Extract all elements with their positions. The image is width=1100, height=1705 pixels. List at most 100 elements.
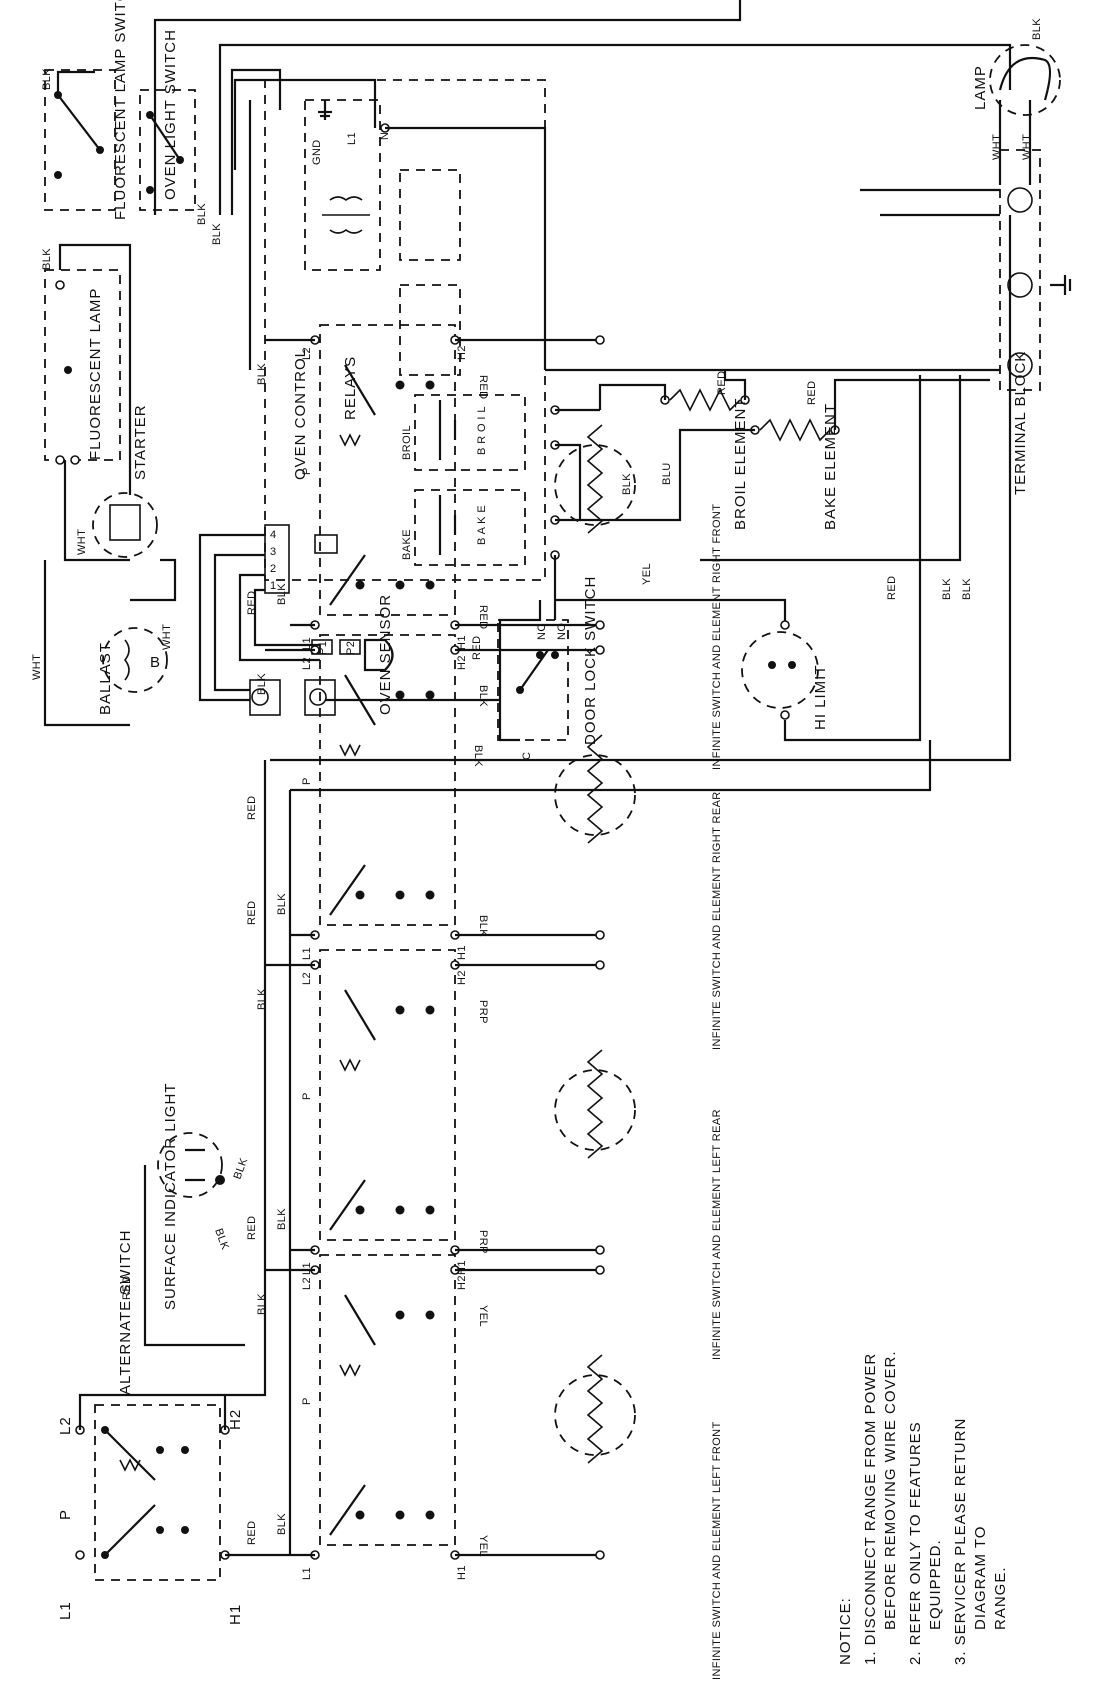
- term-h1-left-rear: H1: [456, 1260, 468, 1275]
- door-lock-c: C: [521, 752, 533, 760]
- element-label-right-front: INFINITE SWITCH AND ELEMENT RIGHT FRONT: [711, 504, 723, 770]
- top-supply-wire: [153, 0, 1012, 215]
- term-h2-right-rear: H2: [456, 655, 468, 670]
- wire-label-blk: BLK: [477, 685, 489, 707]
- wire-label-blk: BLK: [961, 578, 973, 600]
- bake-element: BAKE ELEMENT RED: [750, 381, 840, 530]
- wire-label-blk: BLK: [256, 1293, 268, 1315]
- wire-label-blk: BLK: [41, 68, 53, 90]
- notice-title: NOTICE:: [837, 1597, 854, 1665]
- door-lock-switch-label: DOOR LOCK SWITCH: [582, 576, 599, 745]
- wire-label-red: RED: [121, 1276, 133, 1300]
- oven-sensor-label: OVEN SENSOR: [377, 594, 394, 715]
- wire-label-red: RED: [477, 605, 489, 629]
- wire-label-wht: WHT: [161, 624, 173, 650]
- fluorescent-lamp-label: FLUORESCENT LAMP: [87, 288, 104, 460]
- bake-relay-label: BAKE: [401, 529, 413, 560]
- connector-pin-4: 4: [270, 529, 277, 541]
- wire-label-red: RED: [716, 371, 728, 395]
- ballast-b-label: B: [150, 654, 161, 671]
- oven-lamp: LAMP BLK WHT WHT: [972, 18, 1061, 185]
- notice-block: NOTICE: 1. DISCONNECT RANGE FROM POWER B…: [837, 1350, 1009, 1665]
- broil-element: BROIL ELEMENT RED: [660, 370, 750, 530]
- lamp-label: LAMP: [972, 65, 989, 110]
- connector-p2: P2: [345, 641, 357, 655]
- term-h1-right-front: H1: [456, 635, 468, 650]
- notice-line-4: EQUIPPED.: [927, 1539, 944, 1630]
- notice-line-1: 1. DISCONNECT RANGE FROM POWER: [862, 1353, 879, 1665]
- ballast: B BALLAST WHT WHT: [31, 558, 177, 727]
- wire-label-blk: BLK: [1031, 18, 1043, 40]
- fluorescent-lamp-switch: FLUORESCENT LAMP SWITCH BLK BLK: [41, 0, 129, 270]
- notice-line-6: DIAGRAM TO: [972, 1526, 989, 1630]
- hi-limit-label: HI LIMIT: [812, 664, 829, 730]
- wire-label-red: RED: [246, 1521, 258, 1545]
- alternate-switch: L1 P L2 H1 H2 ALTERNATE SWITCH: [57, 1230, 290, 1625]
- term-p-left-front: P: [301, 1397, 313, 1405]
- connector-pin-2: 2: [270, 563, 277, 575]
- term-h2-right-front: H2: [456, 345, 468, 360]
- terminal-block-label: TERMINAL BLOCK: [1012, 351, 1029, 495]
- element-label-left-front: INFINITE SWITCH AND ELEMENT LEFT FRONT: [711, 1421, 723, 1680]
- term-l1-left-rear: L1: [301, 1262, 313, 1275]
- wire-label-blk: BLK: [621, 473, 633, 495]
- surface-bus-wires: RED: [78, 215, 1012, 1555]
- wire-label-blk: BLK: [212, 1227, 231, 1252]
- alternate-switch-l1: L1: [57, 1601, 74, 1620]
- alternate-switch-l2: L2: [57, 1416, 74, 1435]
- bake-relay-letters: B A K E: [476, 505, 488, 545]
- alternate-switch-p: P: [57, 1509, 74, 1520]
- wire-label-blk: BLK: [196, 203, 208, 225]
- element-label-left-rear: INFINITE SWITCH AND ELEMENT LEFT REAR: [711, 1109, 723, 1360]
- wire-label-prp: PRP: [477, 1000, 489, 1024]
- element-labels: INFINITE SWITCH AND ELEMENT LEFT FRONT I…: [711, 504, 723, 1680]
- wire-label-blk: BLK: [256, 363, 268, 385]
- notice-line-3: 2. REFER ONLY TO FEATURES: [907, 1421, 924, 1665]
- term-h2-left-front: H2: [456, 1275, 468, 1290]
- element-label-right-rear: INFINITE SWITCH AND ELEMENT RIGHT REAR: [711, 791, 723, 1050]
- n-control-label: N: [379, 132, 391, 140]
- term-p-right-front: P: [301, 467, 313, 475]
- wire-label-red: RED: [477, 375, 489, 399]
- term-l1-left-front: L1: [301, 1567, 313, 1580]
- term-h1-left-front: H1: [456, 1565, 468, 1580]
- wire-label-red: RED: [246, 591, 258, 615]
- wire-label-blu: BLU: [661, 462, 673, 485]
- notice-line-2: BEFORE REMOVING WIRE COVER.: [882, 1350, 899, 1630]
- fluorescent-lamp: FLUORESCENT LAMP: [44, 243, 132, 495]
- wire-label-red: RED: [246, 796, 258, 820]
- term-l1-right-rear: L1: [301, 947, 313, 960]
- alternate-switch-h1: H1: [227, 1604, 244, 1625]
- wire-label-yel: YEL: [477, 1305, 489, 1327]
- relays-label: RELAYS: [342, 356, 359, 420]
- oven-light-switch-label: OVEN LIGHT SWITCH: [162, 29, 179, 200]
- infinite-switch-blocks: L1L2PH1H2YELYELBLKBLKREDL1L2PH1H2PRPPRPB…: [246, 324, 636, 1580]
- term-l1-right-front: L1: [301, 637, 313, 650]
- wire-label-blk: BLK: [256, 988, 268, 1010]
- wire-label-blk: BLK: [941, 578, 953, 600]
- door-lock-no: NO: [556, 623, 568, 640]
- broil-element-label: BROIL ELEMENT: [732, 398, 749, 530]
- terminal-block: TERMINAL BLOCK: [999, 149, 1072, 495]
- term-h1-right-rear: H1: [456, 945, 468, 960]
- broil-relay-label: BROIL: [401, 425, 413, 460]
- starter: STARTER WHT: [63, 404, 158, 562]
- bake-element-label: BAKE ELEMENT: [822, 403, 839, 530]
- wire-label-wht: WHT: [31, 654, 43, 680]
- term-p-right-rear: P: [301, 777, 313, 785]
- alternate-switch-h2: H2: [227, 1409, 244, 1430]
- oven-control: OVEN CONTROL RELAYS GND L1 N BROIL B R O…: [264, 79, 560, 594]
- term-l2-left-front: L2: [301, 1277, 313, 1290]
- wire-label-blk: BLK: [211, 223, 223, 245]
- wire-label-blk: BLK: [477, 915, 489, 937]
- wire-label-yel: YEL: [477, 1535, 489, 1557]
- wire-label-wht: WHT: [76, 529, 88, 555]
- wire-label-blk: BLK: [276, 583, 288, 605]
- term-l2-right-front: L2: [301, 347, 313, 360]
- surface-indicator-light-label: SURFACE INDICATOR LIGHT: [162, 1083, 179, 1310]
- wire-label-red: RED: [246, 1216, 258, 1240]
